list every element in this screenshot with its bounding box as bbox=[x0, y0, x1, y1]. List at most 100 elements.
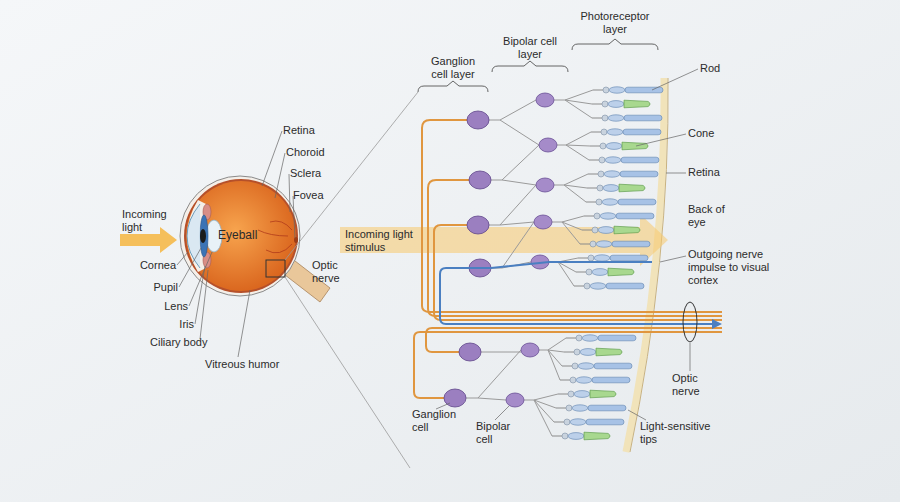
part-label: Ciliary body bbox=[150, 336, 207, 349]
part-label: Optic nerve bbox=[672, 372, 712, 398]
rod-cell bbox=[556, 405, 626, 411]
leader-line bbox=[275, 153, 285, 198]
rod-cell bbox=[578, 255, 648, 261]
ganglion-cell bbox=[467, 216, 489, 234]
leader-line bbox=[293, 196, 295, 238]
rod-cell bbox=[574, 283, 644, 289]
layer-label: Photoreceptor layer bbox=[575, 10, 655, 36]
leader-line bbox=[660, 256, 686, 262]
cone-cell bbox=[582, 226, 640, 234]
dendrite bbox=[539, 338, 566, 380]
axon bbox=[422, 120, 722, 312]
leader-line bbox=[177, 252, 188, 265]
part-label: Light-sensitive tips bbox=[640, 420, 720, 446]
part-label: Back of eye bbox=[688, 203, 728, 229]
dendrite bbox=[489, 185, 536, 225]
bipolar-cell bbox=[536, 93, 554, 107]
dendrite bbox=[524, 394, 558, 436]
part-label: Eyeball bbox=[218, 229, 257, 242]
axon bbox=[428, 180, 722, 316]
part-label: Pupil bbox=[148, 281, 178, 294]
part-label: Vitreous humor bbox=[205, 358, 279, 371]
dendrite bbox=[489, 100, 539, 145]
part-label: Retina bbox=[688, 166, 720, 179]
rod-cell bbox=[580, 241, 650, 247]
layer-label: Bipolar cell layer bbox=[499, 35, 561, 61]
leader-line bbox=[200, 270, 208, 339]
impulse-path bbox=[440, 262, 712, 324]
part-label: Cone bbox=[688, 127, 714, 140]
bipolar-cell bbox=[539, 138, 557, 152]
layer-bracket bbox=[492, 61, 568, 72]
blood-vessel bbox=[258, 221, 292, 253]
fovea bbox=[294, 237, 298, 243]
zoom-box bbox=[266, 260, 285, 277]
dendrite bbox=[491, 145, 539, 185]
dendrite bbox=[491, 222, 534, 268]
leader-lines bbox=[436, 69, 698, 420]
ganglion-cell bbox=[467, 111, 489, 129]
rod-cell bbox=[554, 419, 624, 425]
leader-line bbox=[289, 174, 290, 212]
iris bbox=[200, 215, 208, 257]
part-label: Cornea bbox=[136, 259, 176, 272]
axon bbox=[434, 225, 722, 320]
bipolar-cell bbox=[506, 393, 524, 407]
part-label: Retina bbox=[283, 124, 315, 137]
ganglion-cell bbox=[469, 171, 491, 189]
rod-cell bbox=[584, 213, 654, 219]
leader-line bbox=[636, 134, 686, 146]
cone-cell bbox=[587, 184, 645, 192]
layer-bracket bbox=[418, 81, 488, 92]
rod-cell bbox=[566, 335, 636, 341]
leader-line bbox=[238, 290, 250, 357]
leader-line bbox=[189, 252, 212, 306]
ganglion-cell bbox=[459, 343, 481, 361]
cornea bbox=[187, 204, 200, 268]
part-label: Lens bbox=[160, 300, 188, 313]
rod-cell bbox=[591, 129, 661, 135]
dendrite bbox=[554, 174, 588, 202]
leader-line bbox=[666, 173, 686, 174]
part-label: Rod bbox=[700, 62, 720, 75]
rod-cell bbox=[589, 157, 659, 163]
rod-cell bbox=[592, 115, 662, 121]
zoom-line bbox=[285, 277, 410, 468]
leader-line bbox=[179, 248, 201, 287]
dendrite bbox=[552, 216, 584, 244]
leader-line bbox=[495, 406, 509, 420]
cone-cell bbox=[576, 268, 634, 276]
leader-line bbox=[262, 131, 282, 186]
rod-cell bbox=[562, 363, 632, 369]
part-label: Optic nerve bbox=[312, 259, 348, 285]
part-label: Fovea bbox=[293, 189, 324, 202]
light-label: Incoming light bbox=[122, 208, 172, 234]
layer-label: Ganglion cell layer bbox=[422, 55, 484, 81]
cone-cell bbox=[564, 348, 622, 356]
optic-nerve-ring bbox=[683, 302, 697, 342]
bipolar-cell bbox=[536, 178, 554, 192]
ganglion-cells bbox=[444, 111, 491, 407]
part-label: Iris bbox=[170, 318, 194, 331]
axon bbox=[414, 332, 722, 398]
part-label: Bipolar cell bbox=[476, 420, 521, 446]
cone-cell bbox=[592, 100, 650, 108]
dendrite bbox=[554, 90, 593, 118]
leader-line bbox=[652, 69, 698, 90]
sclera bbox=[180, 176, 300, 296]
axons bbox=[414, 120, 722, 398]
light-stimulus-arrow bbox=[340, 214, 668, 266]
rod-cell bbox=[586, 199, 656, 205]
impulse-label: Outgoing nerve impulse to visual cortex bbox=[688, 248, 773, 287]
cone-cell bbox=[552, 432, 610, 440]
cone-cell bbox=[558, 390, 616, 398]
dendrite bbox=[557, 132, 591, 160]
cone-cell bbox=[590, 142, 648, 150]
leader-line bbox=[690, 343, 691, 371]
leader-lines bbox=[177, 131, 295, 357]
layer-bracket bbox=[572, 39, 658, 50]
bipolar-cells bbox=[506, 93, 557, 407]
bipolar-cell bbox=[521, 343, 539, 357]
bipolar-cell bbox=[534, 215, 552, 229]
